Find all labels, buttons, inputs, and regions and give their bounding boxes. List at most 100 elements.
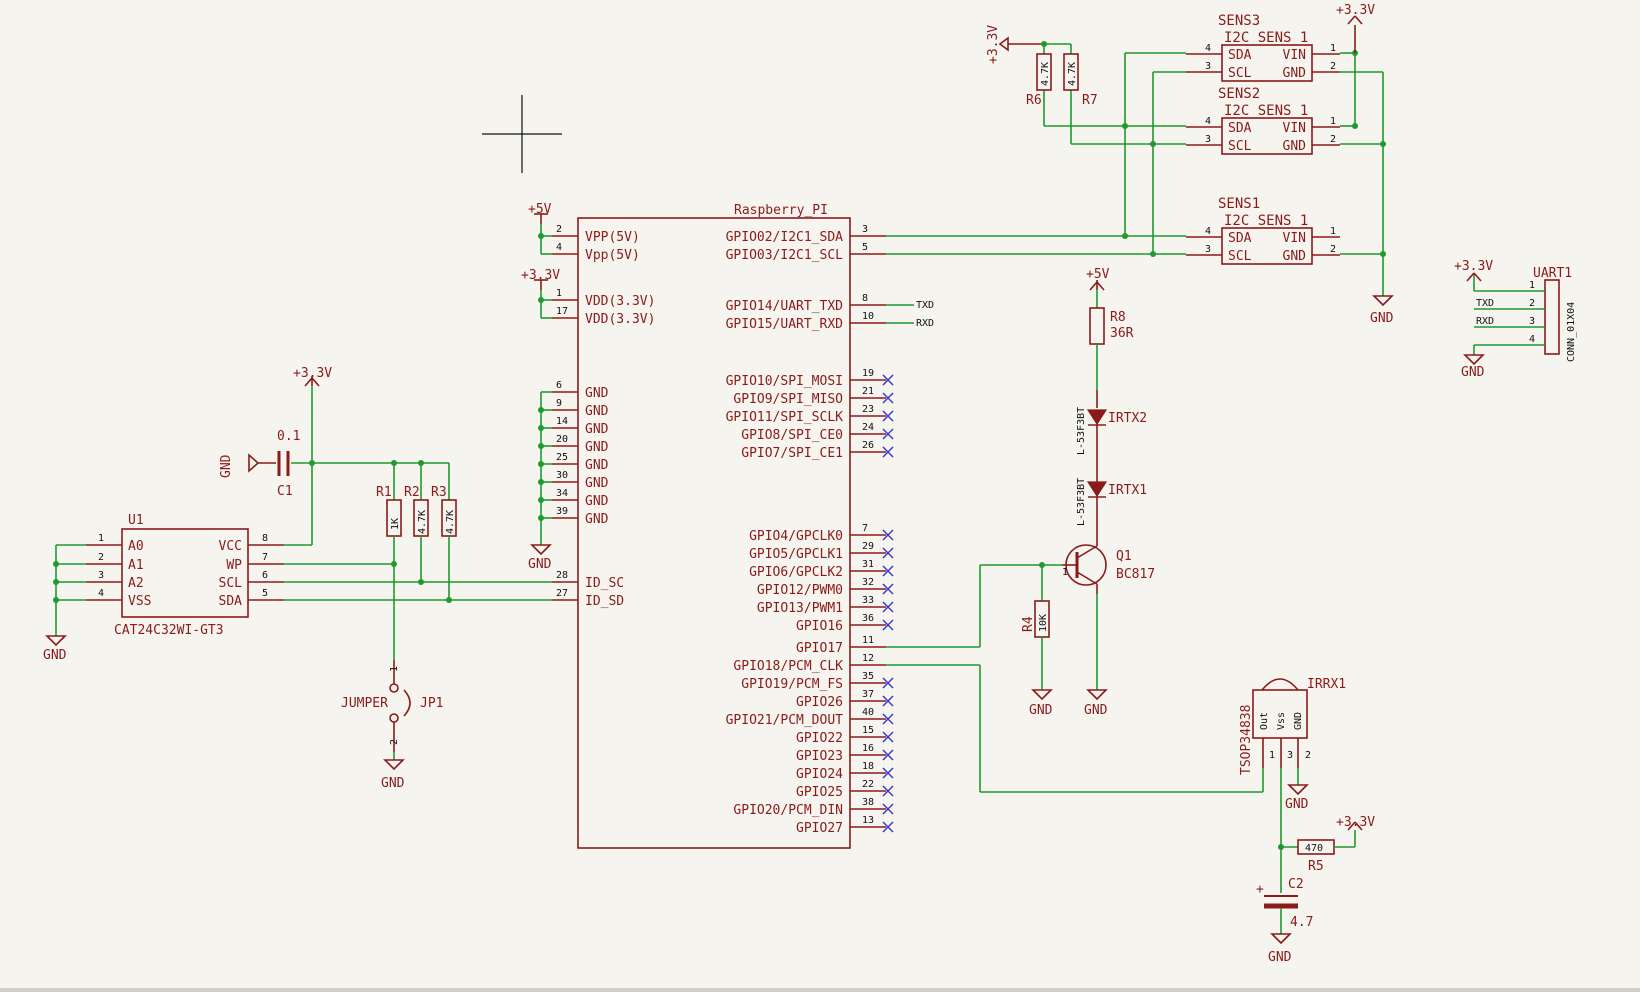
- p33-label-r6: +3.3V: [986, 25, 1001, 64]
- irtx2-led[interactable]: IRTX2: [1086, 390, 1147, 462]
- sens-pin-num: 4: [1205, 43, 1211, 54]
- uart-pin2: 2: [1529, 298, 1535, 309]
- pullup-resistors-r1-r3: R1 1K R2 4.7K R3 4.7K: [309, 460, 457, 660]
- c1-capacitor[interactable]: GND 0.1 C1: [219, 429, 312, 499]
- q1-transistor[interactable]: Q1 BC817: [1062, 536, 1155, 594]
- c2-ref: C2: [1288, 877, 1304, 892]
- irrx-wiring: GND 470 R5 +3.3V + C2 4.7 GND: [1256, 768, 1375, 965]
- r8-resistor[interactable]: [1089, 307, 1105, 345]
- sens-pin-num: 4: [1205, 226, 1211, 237]
- rpi-pin-num: 27: [556, 588, 568, 599]
- rpi-pin-num: 39: [556, 506, 568, 517]
- rpi-pin-name: GND: [585, 422, 609, 437]
- jp1-jumper[interactable]: GND JUMPER JP1 1 2: [341, 660, 443, 791]
- rpi-pin-name: GPIO9/SPI_MISO: [733, 392, 843, 407]
- rpi-pin-num: 13: [862, 815, 874, 826]
- u1-pin-num: 5: [262, 588, 268, 599]
- r6-resistor[interactable]: 4.7K R6: [1026, 53, 1052, 108]
- u1-ref: U1: [128, 513, 144, 528]
- u1-pin-num: 4: [98, 588, 104, 599]
- no-connect-mark: [882, 767, 894, 779]
- no-connect-mark: [882, 428, 894, 440]
- no-connect-mark: [882, 601, 894, 613]
- gnd-label-rpi: GND: [528, 557, 552, 572]
- rpi-pin-name: GPIO23: [796, 749, 843, 764]
- no-connect-mark: [882, 619, 894, 631]
- rpi-pin-num: 28: [556, 570, 568, 581]
- uart1-connector[interactable]: +3.3V GND TXD RXD 1 2 3 4 UART1 CONN_01X…: [1454, 259, 1577, 380]
- r1-ref: R1: [376, 485, 392, 500]
- c2-capacitor[interactable]: + C2 4.7: [1256, 877, 1313, 930]
- p33-label-uart: +3.3V: [1454, 259, 1493, 274]
- sens-pin-num: 3: [1205, 244, 1211, 255]
- u1-pin-name: WP: [226, 558, 242, 573]
- rpi-pin-num: 26: [862, 440, 874, 451]
- q1-pin-b: 1: [1062, 567, 1068, 578]
- rpi-power-nets: +5V +3.3V GND: [521, 202, 560, 572]
- rpi-left-pins: 2VPP(5V)4Vpp(5V)1VDD(3.3V)17VDD(3.3V)6GN…: [552, 224, 655, 609]
- no-connect-mark: [882, 785, 894, 797]
- u1-pin-num: 8: [262, 533, 268, 544]
- led1-value: L-53F3BT: [1076, 478, 1087, 526]
- rpi-pin-num: 10: [862, 311, 874, 322]
- r7-resistor[interactable]: 4.7K R7: [1063, 53, 1098, 108]
- irtx1-led[interactable]: IRTX1: [1086, 462, 1147, 536]
- gnd-label-q1: GND: [1084, 703, 1108, 718]
- sens-pin-num: 1: [1330, 226, 1336, 237]
- irrx1-ref: IRRX1: [1307, 677, 1346, 692]
- sens-pin-num: 3: [1205, 61, 1211, 72]
- r2-ref: R2: [404, 485, 420, 500]
- r6-value: 4.7K: [1040, 62, 1051, 86]
- gnd-label-uart: GND: [1461, 365, 1485, 380]
- sens-pin-num: 2: [1330, 134, 1336, 145]
- txd-net-label-rpi: TXD: [916, 300, 934, 311]
- rpi-pin-num: 19: [862, 368, 874, 379]
- rpi-pin-name: GND: [585, 512, 609, 527]
- rpi-pin-name: GPIO27: [796, 821, 843, 836]
- rpi-pin-name: GPIO10/SPI_MOSI: [726, 374, 843, 389]
- crosshair-cursor: [482, 95, 562, 173]
- i2c-sensors: SDASCLVINGND4312SENS3I2C_SENS_1SDASCLVIN…: [1186, 13, 1340, 265]
- rpi-pin-name: GND: [585, 404, 609, 419]
- u1-pin-name: A2: [128, 576, 144, 591]
- no-connect-mark: [882, 583, 894, 595]
- no-connect-mark: [882, 749, 894, 761]
- no-connect-mark: [882, 410, 894, 422]
- rpi-pin-name: GPIO8/SPI_CE0: [741, 428, 843, 443]
- u1-pin-num: 2: [98, 552, 104, 563]
- no-connect-mark: [882, 713, 894, 725]
- gnd-label-c1: GND: [219, 454, 234, 478]
- rpi-pin-num: 8: [862, 293, 868, 304]
- no-connect-mark: [882, 392, 894, 404]
- jp1-pin1: 1: [389, 666, 400, 672]
- rpi-pin-name: GPIO18/PCM_CLK: [733, 659, 843, 674]
- ir-transmitter-chain: +5V R8 36R IRTX2 IRTX1 L-53F3BT L-53F3BT: [1021, 267, 1155, 718]
- rpi-pin-name: VPP(5V): [585, 230, 640, 245]
- rpi-pin-name: GND: [585, 494, 609, 509]
- rpi-pin-name: GPIO26: [796, 695, 843, 710]
- sens-pin-num: 4: [1205, 116, 1211, 127]
- irrx-pin2: 2: [1305, 750, 1311, 761]
- irrx1-receiver[interactable]: Out Vss GND 1 3 2 IRRX1 TSOP34838: [1239, 677, 1346, 775]
- c1-value: 0.1: [277, 429, 300, 444]
- u1-pin-name: SDA: [219, 594, 243, 609]
- u1-pin-num: 7: [262, 552, 268, 563]
- sens-ref: SENS1: [1218, 196, 1260, 212]
- raspberry-pi-symbol[interactable]: Raspberry_PI 2VPP(5V)4Vpp(5V)1VDD(3.3V)1…: [552, 203, 894, 849]
- rpi-pin-num: 15: [862, 725, 874, 736]
- rpi-pin-num: 16: [862, 743, 874, 754]
- rpi-pin-name: GPIO02/I2C1_SDA: [726, 230, 844, 245]
- no-connect-mark: [882, 731, 894, 743]
- u1-pin-num: 6: [262, 570, 268, 581]
- rpi-pin-name: VDD(3.3V): [585, 294, 655, 309]
- rpi-pin-num: 25: [556, 452, 568, 463]
- rpi-pin-name: GPIO12/PWM0: [757, 583, 843, 598]
- rpi-pin-name: GPIO4/GPCLK0: [749, 529, 843, 544]
- rpi-pin-name: GPIO25: [796, 785, 843, 800]
